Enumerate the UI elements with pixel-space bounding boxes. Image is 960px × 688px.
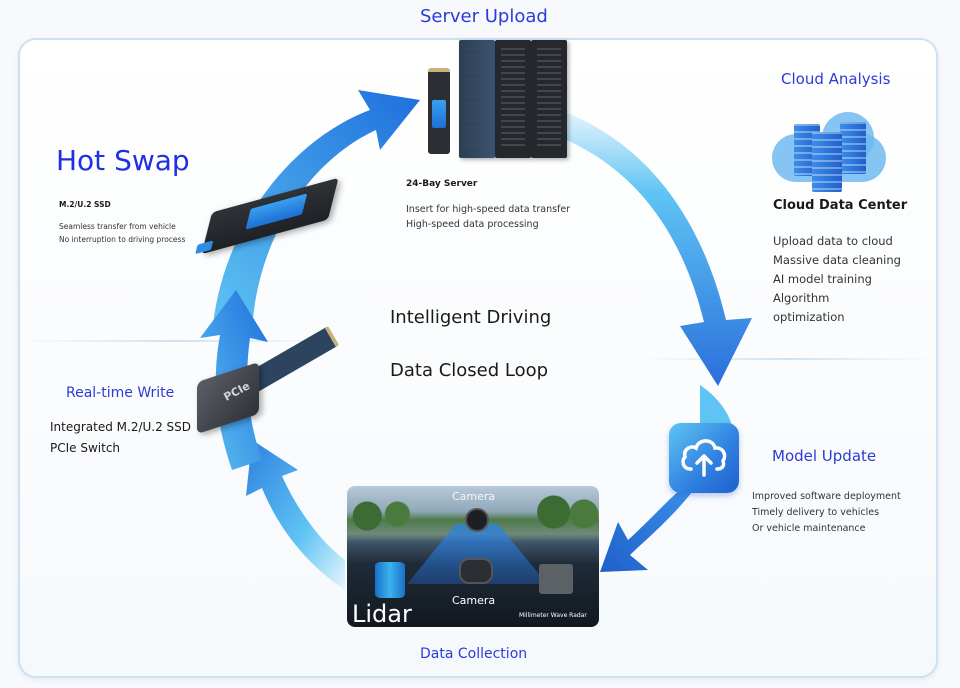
server-device-label: 24-Bay Server	[406, 179, 478, 189]
write-detail-line: Integrated M.2/U.2 SSD	[50, 420, 192, 434]
cloud-detail-line: optimization	[773, 310, 845, 324]
center-title-line-1: Intelligent Driving	[390, 307, 552, 328]
stage-title-model-update: Model Update	[772, 447, 877, 465]
hotswap-detail-line: Seamless transfer from vehicle	[59, 222, 176, 231]
stage-title-real-time-write: Real-time Write	[66, 385, 175, 401]
camera-mid-image	[459, 558, 493, 584]
server-detail-line: Insert for high-speed data transfer	[406, 204, 571, 215]
cloud-data-center-icon	[770, 104, 888, 192]
vehicle-sensor-photo	[347, 486, 599, 627]
lidar-image	[375, 562, 405, 598]
stage-title-data-collection: Data Collection	[420, 646, 528, 662]
radar-label: Millimeter Wave Radar	[519, 612, 587, 619]
hotswap-device-label: M.2/U.2 SSD	[59, 200, 111, 209]
arrow-server-to-cloud	[555, 110, 752, 386]
cloud-detail-line: Massive data cleaning	[773, 253, 901, 267]
model-detail-line: Or vehicle maintenance	[752, 523, 866, 534]
camera-top-label: Camera	[452, 490, 496, 503]
cloud-detail-line: AI model training	[773, 272, 872, 286]
write-detail-line: PCIe Switch	[50, 441, 121, 455]
camera-top-image	[465, 508, 489, 532]
ssd-card-image	[428, 68, 450, 154]
model-detail-line: Timely delivery to vehicles	[752, 507, 880, 518]
arrow-collection-to-write	[246, 440, 345, 590]
divider-right	[640, 358, 932, 360]
hotswap-detail-line: No interruption to driving process	[59, 235, 186, 244]
center-title-line-2: Data Closed Loop	[390, 360, 549, 381]
cloud-detail-line: Upload data to cloud	[773, 234, 893, 248]
model-detail-line: Improved software deployment	[752, 491, 901, 502]
cloud-upload-icon	[669, 423, 739, 493]
arrow-model-to-collection	[600, 490, 692, 572]
stage-title-cloud-analysis: Cloud Analysis	[781, 70, 891, 88]
radar-image	[539, 564, 573, 594]
server-detail-line: High-speed data processing	[406, 219, 539, 230]
stage-title-hot-swap: Hot Swap	[56, 144, 190, 177]
cloud-detail-line: Algorithm	[773, 291, 830, 305]
server-rack-image	[459, 40, 569, 160]
cloud-device-label: Cloud Data Center	[773, 198, 908, 213]
camera-mid-label: Camera	[452, 594, 496, 607]
divider-left	[20, 340, 330, 342]
lidar-label: Lidar	[352, 600, 412, 628]
stage-title-server-upload: Server Upload	[420, 6, 548, 27]
